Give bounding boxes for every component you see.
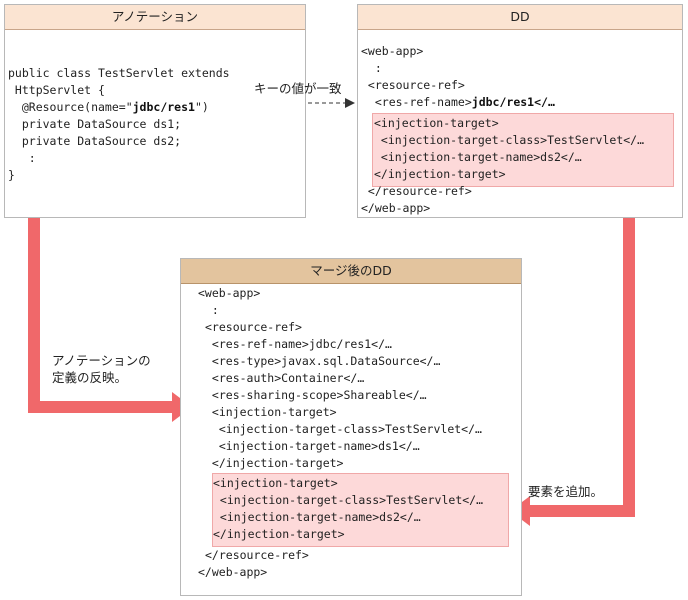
code-line: <res-sharing-scope>Shareable</… [205,388,427,402]
code-line: <injection-target-class>TestServlet</… [205,422,482,436]
code-line: : [8,151,36,165]
reflect-label-line1: アノテーションの [52,353,151,368]
dd-code-head: <web-app> : <resource-ref> <res-ref-name… [361,43,555,111]
code-line: </injection-target> [213,527,345,541]
resource-close: ") [194,100,209,114]
annotation-panel: アノテーション public class TestServlet extends… [4,4,306,218]
resource-name-value: jdbc/res1 [132,100,195,114]
merged-dd-panel: マージ後のDD <web-app> : <resource-ref> <res-… [180,258,522,596]
code-line: <injection-target-name>ds2</… [213,510,421,524]
code-line: <injection-target> [205,405,337,419]
code-line: : [361,61,382,75]
dd-injection-target-code: <injection-target> <injection-target-cla… [374,115,644,183]
code-line: </resource-ref> [205,548,309,562]
code-line: private DataSource ds1; [8,117,182,131]
code-line: <injection-target> [374,116,499,130]
resource-annotation-line: @Resource(name="jdbc/res1") [8,99,230,116]
code-line: <res-ref-name> [361,95,472,109]
code-line: <web-app> [361,44,424,58]
dd-injection-target-highlight [372,113,674,187]
merged-injection-target-code: <injection-target> <injection-target-cla… [213,475,483,543]
code-line: public class TestServlet extends [8,66,230,80]
code-line: </resource-ref> [361,184,472,198]
key-match-label: キーの値が一致 [254,81,342,96]
code-line: <injection-target-class>TestServlet</… [374,133,645,147]
merged-dd-panel-title: マージ後のDD [181,259,521,284]
key-match-arrow-head-right [345,98,355,108]
dd-panel: DD <web-app> : <resource-ref> <res-ref-n… [357,4,683,218]
merged-injection-target-highlight [212,473,509,547]
code-line: : [198,303,219,317]
code-line: <res-ref-name>jdbc/res1</… [205,337,392,351]
code-line: @Resource(name=" [8,100,133,114]
code-line: </web-app> [361,201,431,215]
code-line: HttpServlet { [8,83,105,97]
code-line: } [8,168,15,182]
res-ref-name-line: <res-ref-name>jdbc/res1</… [361,94,555,111]
code-line: </injection-target> [205,456,344,470]
code-line: <res-type>javax.sql.DataSource</… [205,354,441,368]
reflect-label-line2: 定義の反映。 [52,370,128,385]
code-line: <web-app> [198,286,261,300]
code-line: <injection-target-name>ds2</… [374,150,582,164]
code-line: </injection-target> [374,167,506,181]
merged-code-tail: </resource-ref> </web-app> [198,547,309,581]
code-line: private DataSource ds2; [8,134,182,148]
annotation-panel-title: アノテーション [5,5,305,30]
annotation-code: public class TestServlet extends HttpSer… [8,65,230,184]
code-line: <res-auth>Container</… [205,371,365,385]
res-ref-name-value: jdbc/res1</… [471,95,555,109]
code-line: <injection-target> [213,476,338,490]
dd-panel-title: DD [358,5,682,30]
reflect-arrow [28,190,175,413]
merged-code-body: <resource-ref> <res-ref-name>jdbc/res1</… [205,319,482,472]
code-line: <injection-target-class>TestServlet</… [213,493,484,507]
add-element-label: 要素を追加。 [528,484,604,499]
code-line: <resource-ref> [361,78,465,92]
dd-code-tail: </resource-ref> </web-app> [361,183,472,217]
code-line: </web-app> [198,565,268,579]
code-line: <injection-target-name>ds1</… [205,439,420,453]
merged-code-head: <web-app> : [198,285,260,319]
code-line: <resource-ref> [205,320,302,334]
add-arrow [527,190,635,517]
